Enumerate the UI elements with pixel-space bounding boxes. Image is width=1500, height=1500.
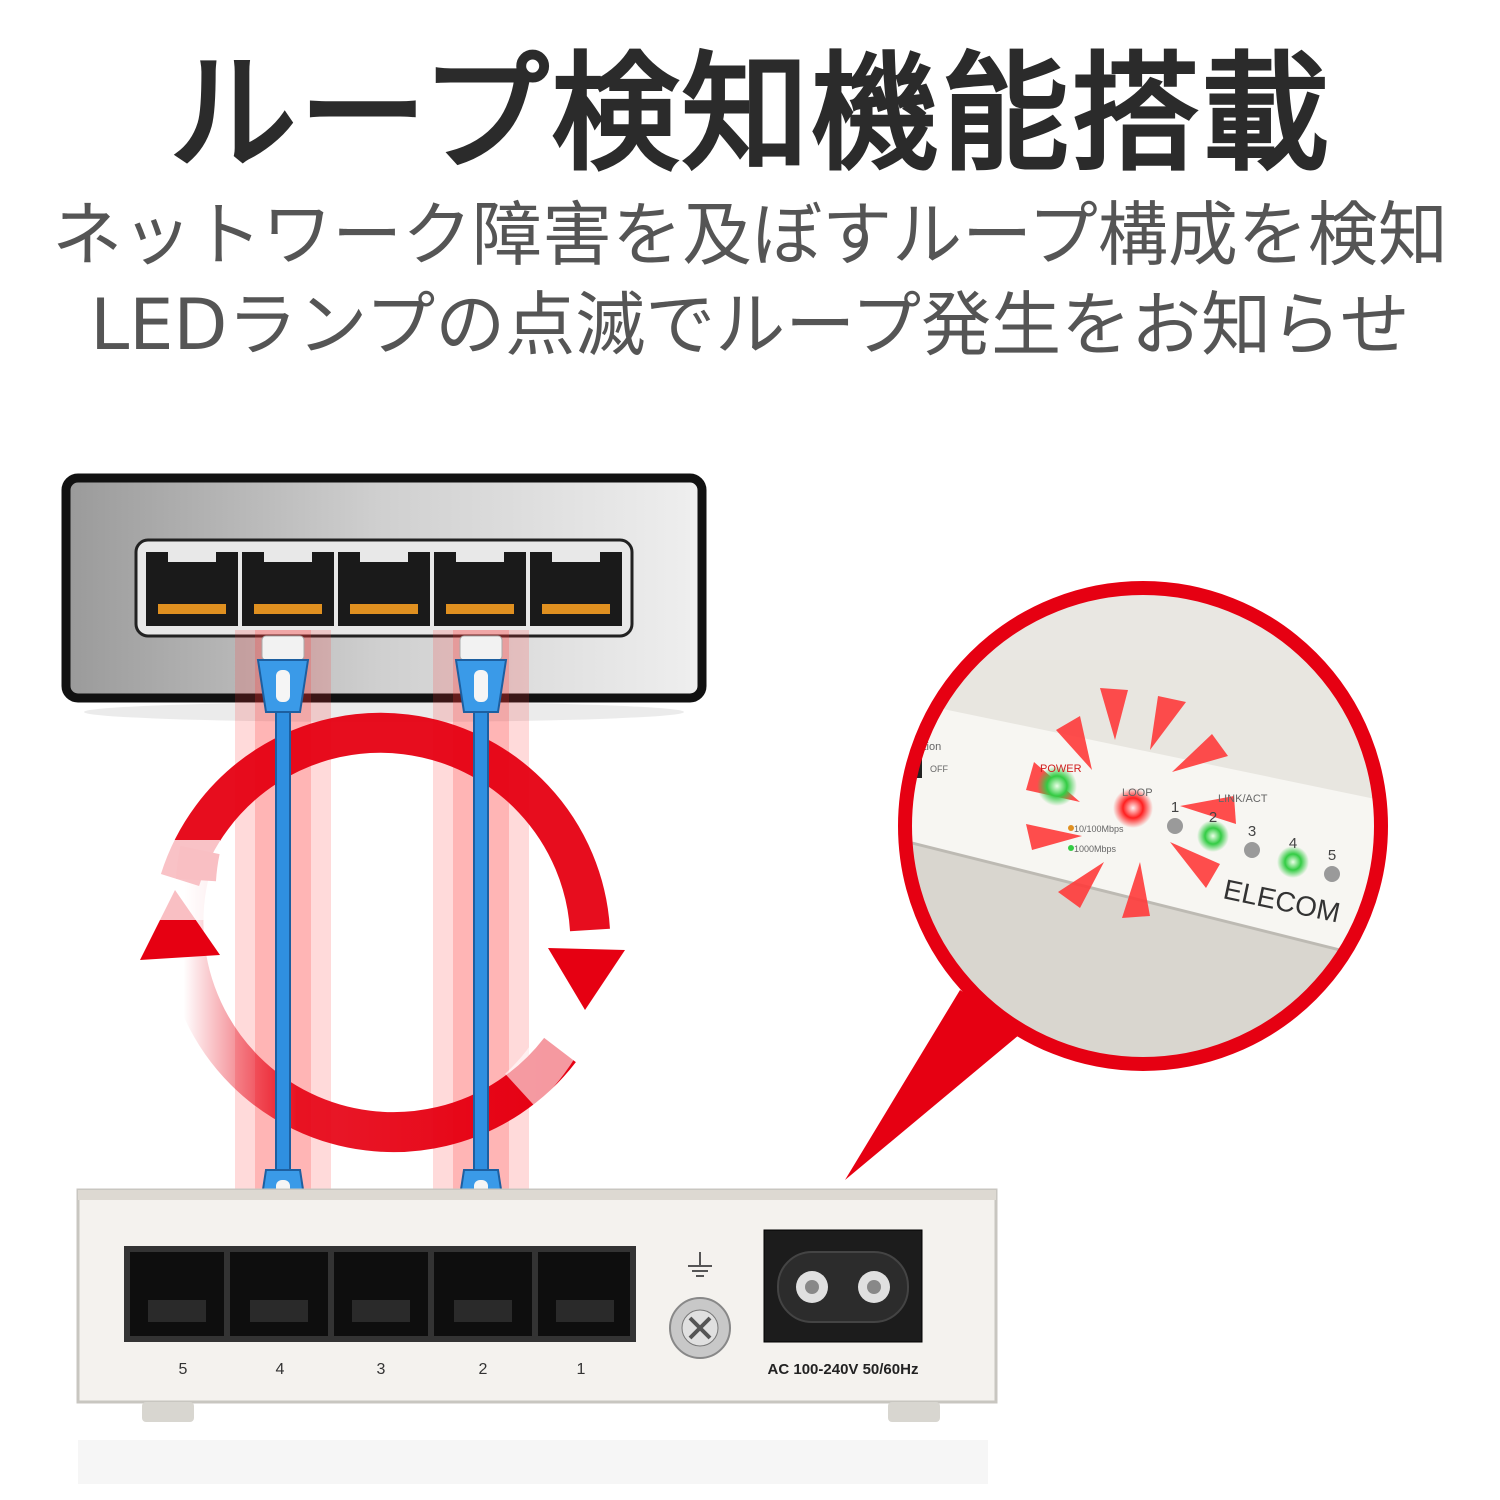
ground-icon [688, 1252, 712, 1277]
subline-led-notify: LEDランプの点滅でループ発生をお知らせ [90, 284, 1410, 366]
subline-detect-loop: ネットワーク障害を及ぼすループ構成を検知 [52, 194, 1448, 276]
switch-front [61, 473, 707, 722]
rear-port-label-3: 3 [377, 1361, 386, 1378]
front-port-4 [434, 552, 526, 626]
rear-port-label-1: 1 [577, 1361, 586, 1378]
rear-ports [130, 1252, 630, 1336]
ground-screw [669, 1297, 731, 1359]
zoom-callout: POWER LOOP LINK/ACT 10/100Mbps 1000Mbps … [898, 581, 1388, 1071]
front-port-3 [338, 552, 430, 626]
led-number-5: 5 [1328, 847, 1336, 864]
callout-pointer [845, 990, 1025, 1180]
led-number-3: 3 [1248, 823, 1256, 840]
switch-rear: 5 4 3 2 1 AC 100-240V 50/ [76, 1188, 998, 1484]
rear-port-label-4: 4 [276, 1361, 285, 1378]
front-port-5 [530, 552, 622, 626]
loop-label: LOOP [1122, 787, 1153, 799]
led-number-2: 2 [1209, 809, 1217, 826]
headline: ループ検知機能搭載 [168, 40, 1332, 189]
rear-port-2 [434, 1252, 532, 1336]
power-led [1037, 766, 1077, 806]
off-label: OFF [930, 764, 948, 774]
rear-port-3 [334, 1252, 428, 1336]
port-4-led [1277, 846, 1309, 878]
led-number-1: 1 [1171, 799, 1179, 816]
power-label: POWER [1040, 763, 1082, 775]
speed-10-100-label: 10/100Mbps [1074, 824, 1124, 834]
rear-port-label-2: 2 [479, 1361, 488, 1378]
port-5-led [1324, 866, 1340, 882]
arrow-head-right [548, 948, 625, 1010]
power-spec-label: AC 100-240V 50/60Hz [768, 1361, 919, 1378]
led-number-4: 4 [1289, 835, 1297, 852]
front-ports [146, 552, 622, 626]
rear-port-4 [230, 1252, 328, 1336]
link-act-label: LINK/ACT [1218, 793, 1268, 805]
port-2-led [1197, 820, 1229, 852]
ac-power-inlet [763, 1229, 923, 1343]
port-3-led [1244, 842, 1260, 858]
port-1-led [1167, 818, 1183, 834]
front-port-1 [146, 552, 238, 626]
rear-port-1 [538, 1252, 630, 1336]
loop-led [1113, 788, 1153, 828]
front-port-2 [242, 552, 334, 626]
rear-port-5 [130, 1252, 224, 1336]
loop-arrows [140, 712, 625, 1153]
arrow-head-left [140, 890, 220, 960]
speed-1000-label: 1000Mbps [1074, 844, 1117, 854]
rear-port-label-5: 5 [179, 1361, 188, 1378]
